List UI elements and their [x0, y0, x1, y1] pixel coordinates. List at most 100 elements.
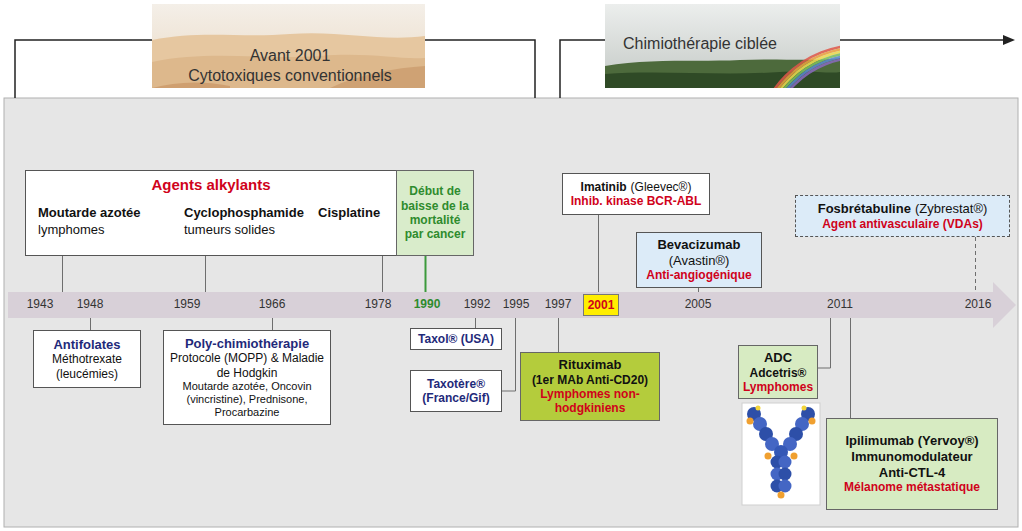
drug-text: Moutarde azotée [38, 205, 141, 221]
milestone-text: Début de baisse de la mortalité par canc… [400, 184, 470, 242]
timeline-connector [598, 215, 599, 294]
drug-box: Rituximab(1er MAb Anti-CD20)Lymphomes no… [520, 352, 660, 421]
era-bracket [425, 40, 535, 98]
drug-box: Taxol® (USA) [410, 328, 502, 350]
milestone-box: Début de baisse de la mortalité par canc… [396, 170, 474, 256]
year-label: 1948 [70, 297, 110, 311]
era-bracket [560, 40, 605, 98]
drug-text: Taxotère® (France/Gif) [416, 377, 496, 406]
drug-text: Agent antivasculaire (VDAs) [801, 217, 1004, 231]
drug-box: Bevacizumab(Avastin®)Anti-angiogénique [636, 232, 762, 288]
drug-text: tumeurs solides [184, 222, 275, 238]
drug-text: (Avastin®) [642, 253, 756, 269]
year-label: 1992 [457, 297, 497, 311]
drug-text: Mélanome métastatique [832, 480, 992, 494]
drug-box: AntifolatesMéthotrexate (leucémies) [33, 330, 141, 388]
drug-text: Ipilimumab (Yervoy®) [832, 433, 992, 449]
rainbow-band [763, 53, 841, 89]
rainbow-band [758, 48, 841, 89]
timeline-connector [382, 256, 383, 292]
year-label: 1990 [407, 297, 447, 311]
drug-text: Méthotrexate (leucémies) [39, 352, 135, 381]
drug-box: Fosbrétabuline(Zybrestat®)Agent antivasc… [795, 195, 1010, 237]
drug-payload [756, 406, 761, 411]
timeline-connector [850, 318, 851, 418]
drug-box: ADCAdcetris®Lymphomes [738, 345, 818, 399]
rainbow-band [765, 55, 840, 88]
timeline-connector [90, 318, 91, 330]
year-label: 2001 [586, 298, 616, 312]
year-highlight: 2001 [583, 294, 619, 316]
timeline-arrow: 1943194819591966197819901992199519972005… [8, 280, 1016, 330]
photo-caption: Chimiothérapie ciblée [600, 34, 800, 53]
drug-text: Adcetris® [744, 366, 812, 380]
drug-payload [809, 418, 816, 425]
drug-text: Protocole (MOPP) & Maladie de Hodgkin [169, 351, 325, 380]
drug-text: Poly-chimiothérapie [169, 336, 325, 352]
drug-text: Lymphomes non-hodgkiniens [526, 387, 654, 416]
desert-photo [152, 4, 425, 88]
drug-payload [765, 453, 772, 460]
drug-text: Anti-angiogénique [642, 268, 756, 282]
drug-text: Antifolates [39, 337, 135, 353]
photo-caption: Avant 2001 [160, 46, 420, 65]
drug-text: Cisplatine [318, 205, 380, 221]
drug-text: (Gleevec®) [631, 180, 692, 194]
rainbow-band [768, 58, 841, 89]
timeline-arrow-shape [8, 282, 1016, 328]
drug-text: Bevacizumab [642, 237, 756, 253]
drug-text: Cyclophosphamide [184, 205, 304, 221]
year-label: 2005 [678, 297, 718, 311]
desert-sky [152, 4, 425, 88]
drug-text: Moutarde azotée, Oncovin (vincristine), … [169, 380, 325, 420]
timeline-connector [818, 318, 831, 368]
drug-text: (Zybrestat®) [915, 201, 987, 217]
antibody-illustration [742, 403, 820, 505]
drug-text: (1er MAb Anti-CD20) [526, 373, 654, 387]
drug-class-box: Agents alkylantsMoutarde azotéelymphomes… [25, 170, 397, 256]
illustration-frame [742, 403, 820, 505]
desert-dune [152, 33, 425, 88]
timeline-connector [425, 256, 427, 292]
photo-caption: Cytotoxiques conventionnels [160, 66, 420, 85]
era-bracket [840, 39, 1004, 41]
drug-text: Lymphomes [743, 380, 813, 394]
timeline-connector [975, 237, 976, 292]
drug-text: Imatinib [581, 180, 627, 194]
drug-payload [802, 406, 807, 411]
timeline-panel [4, 98, 1018, 527]
drug-box: Ipilimumab (Yervoy®)ImmunomodulateurAnti… [826, 418, 998, 510]
timeline-connector [558, 318, 559, 352]
drug-text: Agents alkylants [26, 176, 396, 194]
timeline-connector [205, 256, 206, 292]
year-label: 1978 [358, 297, 398, 311]
drug-text: ADC [744, 350, 812, 366]
year-label: 1943 [20, 297, 60, 311]
drug-text: Inhib. kinase BCR-ABL [568, 194, 704, 208]
drug-text: Fosbrétabuline [818, 201, 911, 217]
drug-text: lymphomes [38, 222, 104, 238]
drug-payload [747, 418, 754, 425]
drug-text: Immunomodulateur [832, 449, 992, 465]
bracket-arrowhead [1003, 35, 1015, 45]
timeline-connector [698, 288, 699, 292]
timeline-connector [502, 318, 516, 391]
year-label: 1995 [496, 297, 536, 311]
year-label: 1959 [167, 297, 207, 311]
year-label: 2011 [820, 297, 860, 311]
protein-domain [779, 456, 792, 469]
protein-domain [779, 468, 792, 481]
drug-box: Imatinib (Gleevec®)Inhib. kinase BCR-ABL [562, 173, 710, 215]
rainbow-band [760, 50, 840, 88]
timeline-connector [62, 256, 63, 292]
drug-text: Anti-CTL-4 [832, 465, 992, 481]
timeline-connector [272, 318, 273, 330]
drug-text: Taxol® (USA) [415, 332, 497, 346]
timeline-connector [475, 318, 476, 328]
protein-domain [779, 480, 792, 493]
year-label: 1966 [252, 297, 292, 311]
drug-text: Rituximab [526, 357, 654, 373]
drug-payload [778, 492, 785, 499]
drug-box: Poly-chimiothérapieProtocole (MOPP) & Ma… [163, 330, 331, 425]
